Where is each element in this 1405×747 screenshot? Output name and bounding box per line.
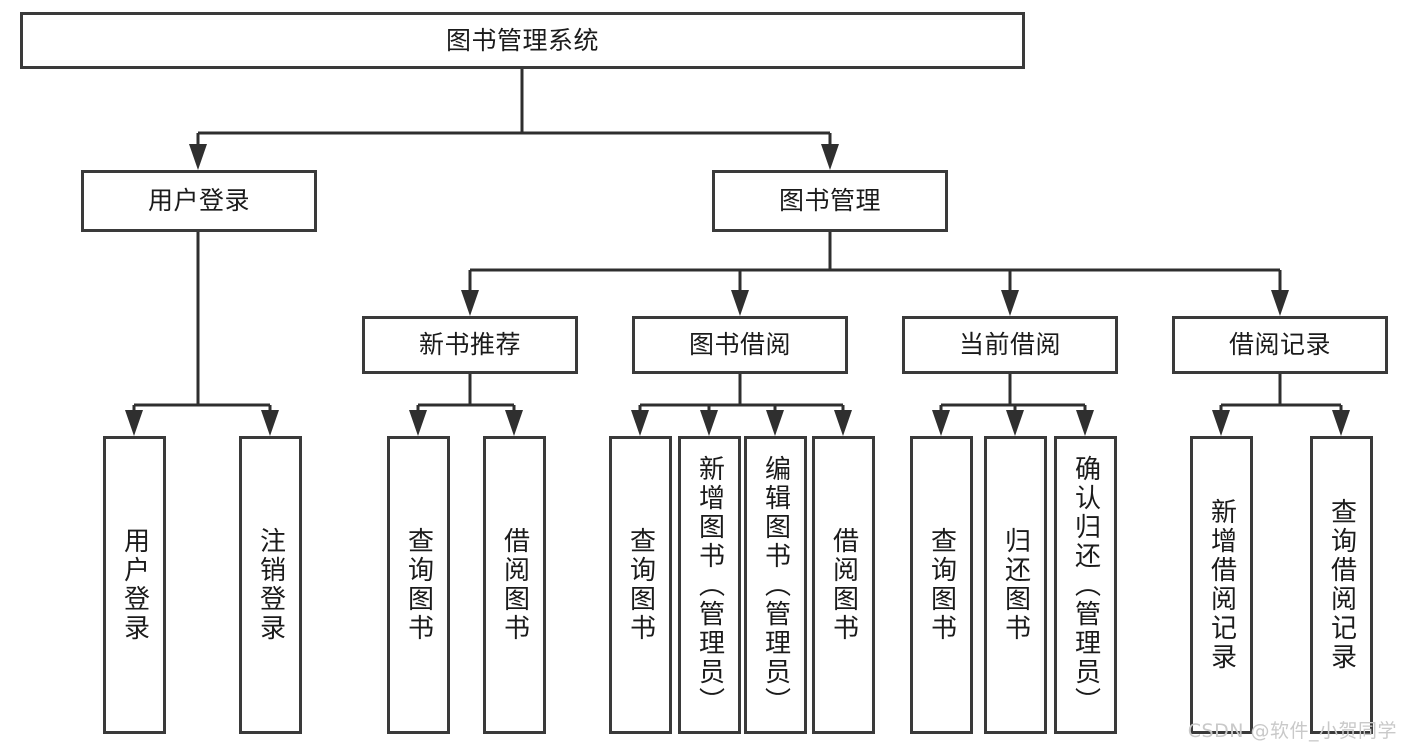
arrowhead-current_borrow_bus-2 [1076, 410, 1094, 436]
arrowhead-book_manage_bus-1 [731, 290, 749, 316]
node-label: 归还图书 [1000, 527, 1031, 643]
node-label: 用户登录 [147, 186, 250, 215]
node-label: 新书推荐 [418, 330, 521, 359]
node-label: 新增图书（管理员） [694, 454, 725, 716]
node-label: 编辑图书（管理员） [760, 454, 791, 716]
node-label: 注销登录 [255, 527, 286, 643]
node-leaf-add-book[interactable]: 新增图书（管理员） [678, 436, 741, 734]
arrowhead-book_manage_bus-0 [461, 290, 479, 316]
node-leaf-return-book[interactable]: 归还图书 [984, 436, 1047, 734]
arrowhead-book_borrow_bus-1 [700, 410, 718, 436]
node-label: 查询图书 [625, 527, 656, 643]
node-label: 用户登录 [119, 527, 150, 643]
arrowhead-book_borrow_bus-3 [834, 410, 852, 436]
node-leaf-query-book-2[interactable]: 查询图书 [609, 436, 672, 734]
node-leaf-query-record[interactable]: 查询借阅记录 [1310, 436, 1373, 734]
arrowhead-book_borrow_bus-2 [766, 410, 784, 436]
node-label: 新增借阅记录 [1206, 498, 1237, 672]
node-leaf-query-book-3[interactable]: 查询图书 [910, 436, 973, 734]
arrowhead-borrow_record_bus-1 [1332, 410, 1350, 436]
node-user-login[interactable]: 用户登录 [81, 170, 317, 232]
arrowhead-borrow_record_bus-0 [1212, 410, 1230, 436]
node-leaf-borrow-book-1[interactable]: 借阅图书 [483, 436, 546, 734]
node-label: 查询图书 [403, 527, 434, 643]
arrowhead-book_manage_bus-3 [1271, 290, 1289, 316]
node-label: 图书管理 [778, 186, 881, 215]
node-leaf-confirm-return[interactable]: 确认归还（管理员） [1054, 436, 1117, 734]
node-label: 借阅记录 [1228, 330, 1331, 359]
arrowhead-book_borrow_bus-0 [631, 410, 649, 436]
node-label: 当前借阅 [958, 330, 1061, 359]
node-label: 图书管理系统 [445, 25, 599, 55]
arrowhead-book_manage_bus-2 [1001, 290, 1019, 316]
arrowhead-root_bus-1 [821, 144, 839, 170]
node-book-manage[interactable]: 图书管理 [712, 170, 948, 232]
node-root[interactable]: 图书管理系统 [20, 12, 1025, 69]
node-label: 借阅图书 [499, 527, 530, 643]
node-leaf-add-record[interactable]: 新增借阅记录 [1190, 436, 1253, 734]
node-label: 图书借阅 [688, 330, 791, 359]
arrowhead-new_book_bus-1 [505, 410, 523, 436]
node-leaf-logout[interactable]: 注销登录 [239, 436, 302, 734]
node-new-book-rec[interactable]: 新书推荐 [362, 316, 578, 374]
arrowhead-user_login_bus-1 [261, 410, 279, 436]
node-leaf-user-login[interactable]: 用户登录 [103, 436, 166, 734]
node-label: 借阅图书 [828, 527, 859, 643]
node-label: 查询图书 [926, 527, 957, 643]
arrowhead-current_borrow_bus-1 [1006, 410, 1024, 436]
arrowhead-new_book_bus-0 [409, 410, 427, 436]
arrowhead-current_borrow_bus-0 [932, 410, 950, 436]
node-label: 确认归还（管理员） [1070, 454, 1101, 716]
arrowhead-root_bus-0 [189, 144, 207, 170]
watermark-text: CSDN @软件_小贺同学 [1187, 720, 1397, 742]
node-leaf-borrow-book-2[interactable]: 借阅图书 [812, 436, 875, 734]
node-leaf-edit-book[interactable]: 编辑图书（管理员） [744, 436, 807, 734]
arrowhead-user_login_bus-0 [125, 410, 143, 436]
node-book-borrow[interactable]: 图书借阅 [632, 316, 848, 374]
node-leaf-query-book-1[interactable]: 查询图书 [387, 436, 450, 734]
node-label: 查询借阅记录 [1326, 498, 1357, 672]
node-borrow-record[interactable]: 借阅记录 [1172, 316, 1388, 374]
node-current-borrow[interactable]: 当前借阅 [902, 316, 1118, 374]
